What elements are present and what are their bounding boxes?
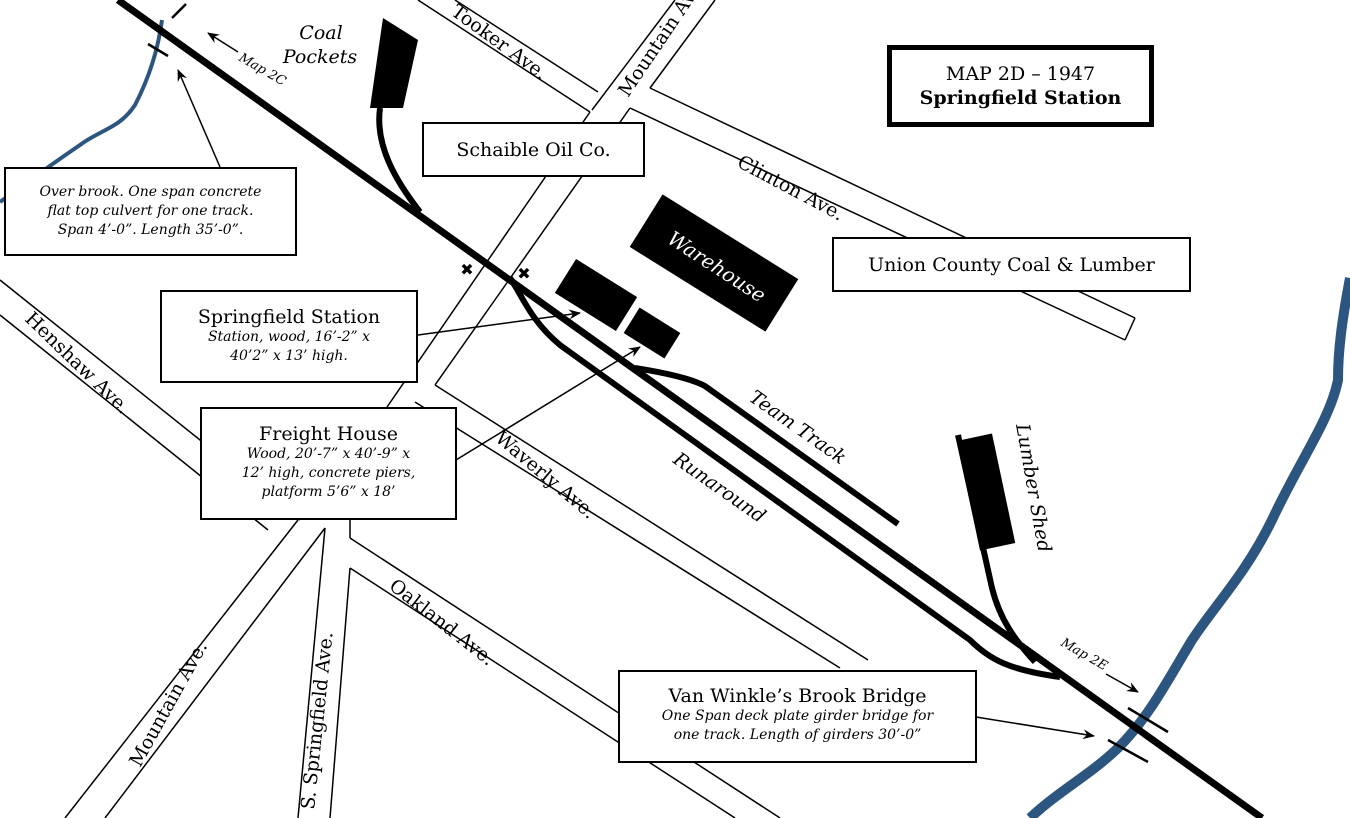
label-map-2e: Map 2E <box>1057 635 1110 674</box>
callout-freight-title: Freight House <box>259 423 398 445</box>
coal-pocket-spur <box>376 107 423 214</box>
callout-station-line: Station, wood, 16’-2” x <box>207 329 371 345</box>
callout-union-county-label: Union County Coal & Lumber <box>868 253 1155 276</box>
callout-station-line: 40’2” x 13’ high. <box>230 348 348 364</box>
brook-right <box>1026 277 1350 818</box>
label-mountain-ave-bottom: Mountain Ave. <box>125 638 212 771</box>
bridge-tick-bottom <box>1107 738 1149 764</box>
label-lumber-shed: Lumber Shed <box>1011 421 1055 554</box>
callout-culvert-line: flat top culvert for one track. <box>47 203 254 219</box>
street-mountain-top <box>591 0 716 111</box>
label-s-springfield-ave: S. Springfield Ave. <box>297 631 338 811</box>
team-track <box>634 365 900 527</box>
street-waverly <box>414 384 869 669</box>
callout-station-title: Springfield Station <box>197 306 381 328</box>
callout-bridge-title: Van Winkle’s Brook Bridge <box>668 685 927 707</box>
freight-arrow <box>455 346 641 461</box>
callout-schaible-oil-label: Schaible Oil Co. <box>456 138 611 161</box>
map-title-name: Springfield Station <box>919 87 1122 109</box>
label-henshaw-ave: Henshaw Ave. <box>21 308 135 419</box>
station-building <box>554 258 638 332</box>
callout-schaible-oil: Schaible Oil Co. <box>422 122 645 177</box>
callout-bridge-line: one track. Length of girders 30’-0” <box>673 727 922 743</box>
warehouse-building <box>629 194 799 332</box>
street-s-springfield <box>297 527 351 818</box>
runaround-track <box>507 276 1061 680</box>
coal-pockets-building <box>370 18 418 108</box>
label-coal-pockets-line2: Pockets <box>282 46 357 68</box>
street-oakland <box>349 520 781 818</box>
freight-house-building <box>623 307 681 359</box>
callout-freight-house: Freight House Wood, 20’-7” x 40’-9” x 12… <box>200 407 457 520</box>
map-2e-arrow <box>1105 673 1139 693</box>
callout-freight-line: platform 5’6” x 18’ <box>261 484 396 500</box>
label-oakland-ave: Oakland Ave. <box>385 575 499 671</box>
callout-culvert-line: Span 4’-0”. Length 35’-0”. <box>57 222 244 238</box>
callout-freight-line: 12’ high, concrete piers, <box>241 465 416 481</box>
culvert-tick-bottom <box>147 42 169 58</box>
label-coal-pockets-line1: Coal <box>299 22 342 44</box>
label-map-2c: Map 2C <box>235 50 288 89</box>
crossing-marker-right: ✖ <box>517 264 530 283</box>
callout-station: Springfield Station Station, wood, 16’-2… <box>160 290 418 383</box>
label-mountain-ave-top: Mountain Ave. <box>614 0 710 101</box>
lumber-shed-building <box>956 433 1016 551</box>
callout-union-county: Union County Coal & Lumber <box>832 237 1191 292</box>
crossing-marker-left: ✖ <box>460 260 473 279</box>
culvert-arrow <box>177 69 221 168</box>
label-tooker-ave: Tooker Ave. <box>447 0 551 84</box>
street-tooker <box>417 0 599 113</box>
lumber-spur <box>955 434 1038 665</box>
callout-freight-line: Wood, 20’-7” x 40’-9” x <box>246 446 411 462</box>
station-arrow <box>417 309 581 336</box>
callout-bridge-line: One Span deck plate girder bridge for <box>661 708 934 724</box>
callout-culvert: Over brook. One span concrete flat top c… <box>4 167 297 256</box>
main-track <box>115 0 1265 818</box>
bridge-tick-top <box>1127 706 1169 734</box>
map-2c-arrow <box>207 32 239 53</box>
label-clinton-ave: Clinton Ave. <box>734 151 848 225</box>
street-mountain-bottom <box>64 519 326 818</box>
callout-culvert-line: Over brook. One span concrete <box>39 184 262 200</box>
label-waverly-ave: Waverly Ave. <box>491 427 600 524</box>
map-title-number: MAP 2D – 1947 <box>945 63 1096 85</box>
map-title-box: MAP 2D – 1947 Springfield Station <box>887 45 1154 127</box>
culvert-tick-top <box>171 3 187 19</box>
callout-bridge: Van Winkle’s Brook Bridge One Span deck … <box>618 670 977 763</box>
bridge-arrow <box>975 716 1095 740</box>
